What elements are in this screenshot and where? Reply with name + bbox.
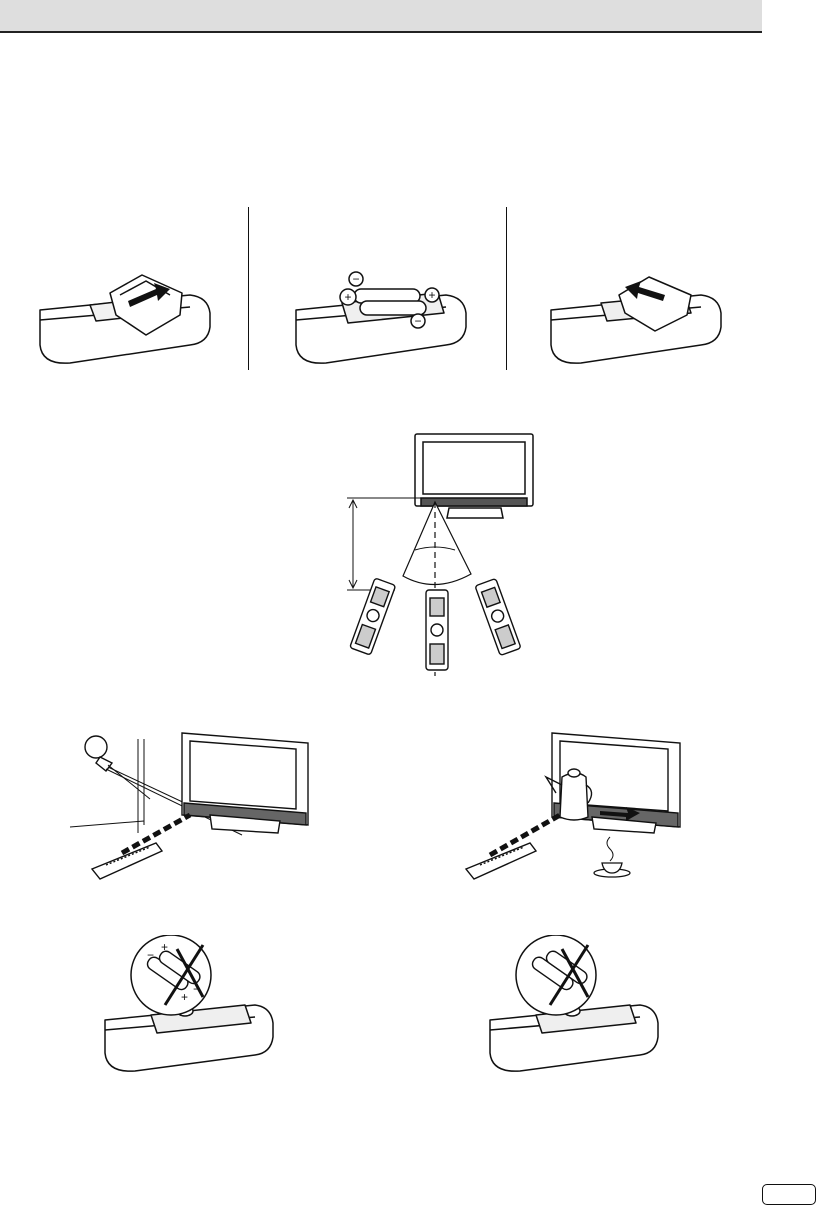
remote-back-open-cover	[30, 265, 220, 375]
section-header-band	[0, 0, 762, 33]
remote-mixed-types	[480, 935, 670, 1075]
column-divider	[506, 207, 507, 370]
page-number-tab	[762, 1184, 816, 1205]
figure-sunlight-obstruction	[60, 725, 320, 885]
crossed-batteries-icon: − + + −	[131, 935, 211, 1015]
figure-insert-batteries: + − + −	[290, 265, 480, 375]
remote-control-icon	[350, 578, 521, 670]
remote-back-close-cover	[545, 265, 735, 375]
range-diagram	[335, 428, 545, 678]
svg-text:+: +	[428, 288, 435, 302]
figure-close-cover	[545, 265, 735, 375]
figure-operating-range	[335, 428, 545, 678]
figure-open-cover	[30, 265, 220, 375]
svg-text:−: −	[414, 314, 421, 328]
figure-no-mixed-batteries: − + + −	[95, 935, 285, 1075]
svg-text:+: +	[344, 290, 351, 304]
remote-mixed-batteries: − + + −	[95, 935, 285, 1075]
svg-text:+: +	[181, 990, 188, 1004]
figure-no-mixed-types	[480, 935, 670, 1075]
figure-object-obstruction	[460, 725, 690, 885]
remote-back-batteries: + − + −	[290, 265, 480, 375]
column-divider	[248, 207, 249, 370]
crossed-batteries-icon	[516, 935, 596, 1015]
sunlight-scene	[60, 725, 320, 885]
lamp-icon	[85, 736, 112, 771]
svg-text:+: +	[161, 940, 168, 954]
object-scene	[460, 725, 690, 885]
svg-text:−: −	[147, 948, 154, 962]
svg-text:−: −	[352, 272, 359, 286]
